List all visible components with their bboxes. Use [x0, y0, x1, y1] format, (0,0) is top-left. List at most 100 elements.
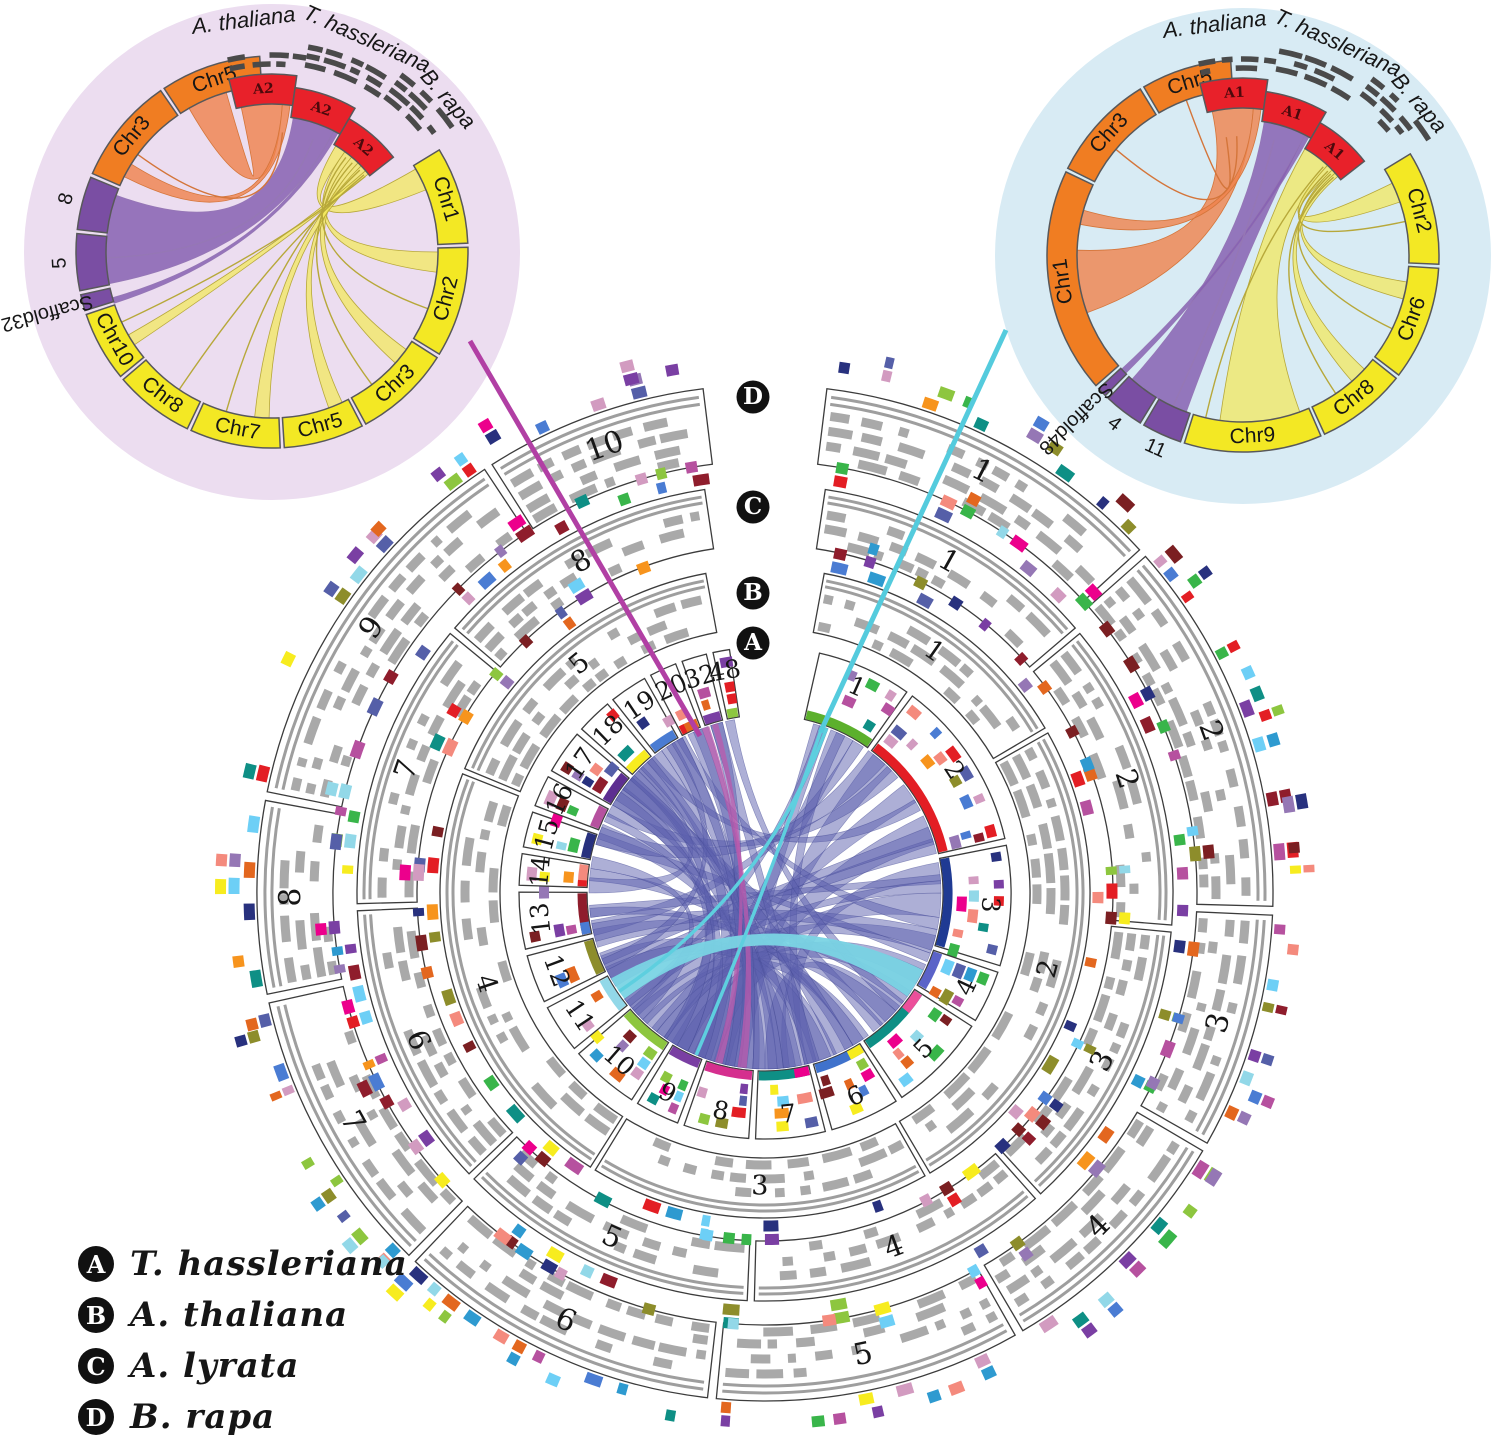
- gray-bar: [1195, 1071, 1216, 1102]
- gray-bar: [1103, 595, 1117, 609]
- gene-mark: [726, 693, 738, 705]
- gene-mark: [928, 985, 942, 999]
- inset-mini-track-dash: [1394, 124, 1405, 135]
- gray-arc: [368, 644, 459, 900]
- gene-mark: [909, 1029, 925, 1044]
- gray-bar: [1131, 607, 1146, 622]
- synteny-tick: [763, 1220, 779, 1232]
- gray-bar: [417, 1181, 439, 1204]
- synteny-tick: [916, 592, 934, 610]
- gray-arc: [445, 779, 593, 1161]
- synteny-tick: [1037, 679, 1053, 695]
- gray-bar: [1153, 1072, 1169, 1092]
- gene-mark: [554, 972, 570, 989]
- gray-bar: [405, 574, 426, 595]
- gene-mark: [677, 1079, 689, 1092]
- gray-bar: [1226, 1001, 1238, 1015]
- gene-mark: [927, 1044, 945, 1062]
- synteny-tick: [1258, 708, 1273, 722]
- track-badge-A: [736, 626, 770, 660]
- gray-bar: [1091, 696, 1105, 710]
- gray-bar: [619, 1214, 649, 1234]
- gray-bar: [378, 1106, 398, 1131]
- gray-bar: [311, 1062, 326, 1082]
- inset-strand-yellow: [225, 169, 361, 412]
- ring-A-segment-16-box: [534, 775, 610, 831]
- gray-bar: [916, 1289, 947, 1309]
- connector-line: [467, 339, 703, 738]
- gene-mark: [636, 716, 650, 731]
- gray-bar: [632, 1248, 658, 1265]
- inset-mini-track-dash: [1240, 56, 1259, 63]
- gray-bar: [542, 667, 567, 692]
- synteny-tick: [858, 1392, 875, 1406]
- gray-bar: [1215, 788, 1227, 802]
- gray-arc: [428, 1253, 705, 1384]
- gray-bar: [512, 731, 531, 755]
- gray-bar: [787, 1157, 810, 1169]
- synteny-tick: [506, 1351, 521, 1367]
- gene-mark: [770, 1084, 779, 1095]
- gray-bar: [430, 535, 443, 548]
- gene-mark: [776, 1120, 789, 1132]
- synteny-tick: [540, 1258, 559, 1276]
- gene-mark: [658, 1083, 671, 1097]
- gray-bar: [848, 1243, 868, 1257]
- gray-bar: [1238, 920, 1250, 944]
- ring-C-segment-6-box: [356, 907, 514, 1175]
- gray-bar: [326, 1059, 346, 1089]
- gene-mark: [659, 1070, 673, 1084]
- gene-mark: [892, 1047, 905, 1061]
- synteny-tick: [1098, 620, 1116, 638]
- gray-bar: [506, 1174, 531, 1198]
- synteny-tick: [867, 571, 887, 588]
- gene-mark: [841, 694, 857, 709]
- synteny-tick: [228, 877, 240, 895]
- gray-bar: [460, 1103, 473, 1116]
- gray-bar: [662, 514, 684, 528]
- synteny-tick: [959, 503, 977, 520]
- synteny-tick: [1236, 1110, 1252, 1126]
- gray-bar: [439, 659, 463, 688]
- synteny-tick: [881, 369, 893, 383]
- gray-bar: [906, 625, 932, 646]
- gray-bar: [472, 1119, 498, 1147]
- gray-bar: [594, 668, 610, 683]
- inset-arc-Chr2: [1383, 152, 1440, 265]
- gray-bar: [443, 536, 464, 557]
- gray-bar: [959, 1192, 978, 1210]
- synteny-tick: [583, 1371, 604, 1388]
- synteny-tick: [1014, 651, 1029, 666]
- gray-bar: [522, 697, 539, 715]
- gray-bar: [316, 688, 333, 711]
- gray-bar: [958, 1274, 978, 1291]
- gene-mark: [606, 708, 620, 722]
- synteny-tick: [1021, 1131, 1037, 1146]
- synteny-tick: [980, 1365, 997, 1381]
- gray-bar: [1139, 934, 1151, 950]
- synteny-tick: [242, 762, 257, 780]
- gray-bar: [1005, 715, 1021, 732]
- synteny-tick: [341, 865, 354, 874]
- gray-bar: [295, 919, 307, 950]
- gene-mark: [900, 1055, 915, 1070]
- gray-bar: [420, 1033, 438, 1058]
- ring-A-band-16: [590, 805, 608, 829]
- gray-bar: [385, 598, 405, 621]
- gray-bar: [1209, 1054, 1222, 1067]
- gray-bar: [387, 636, 411, 666]
- inset-strand-yellow: [1288, 176, 1337, 395]
- gene-mark: [724, 681, 736, 693]
- gray-bar: [915, 1217, 936, 1234]
- synteny-tick: [1097, 1125, 1115, 1144]
- gene-mark: [591, 776, 609, 795]
- synteny-tick: [215, 853, 228, 867]
- gray-bar: [501, 1011, 514, 1023]
- legend-badge-b: B: [78, 1297, 114, 1333]
- gray-bar: [979, 704, 1002, 730]
- gray-bar: [1045, 797, 1057, 809]
- gene-mark: [696, 1086, 708, 1099]
- synteny-chord: [612, 791, 723, 1059]
